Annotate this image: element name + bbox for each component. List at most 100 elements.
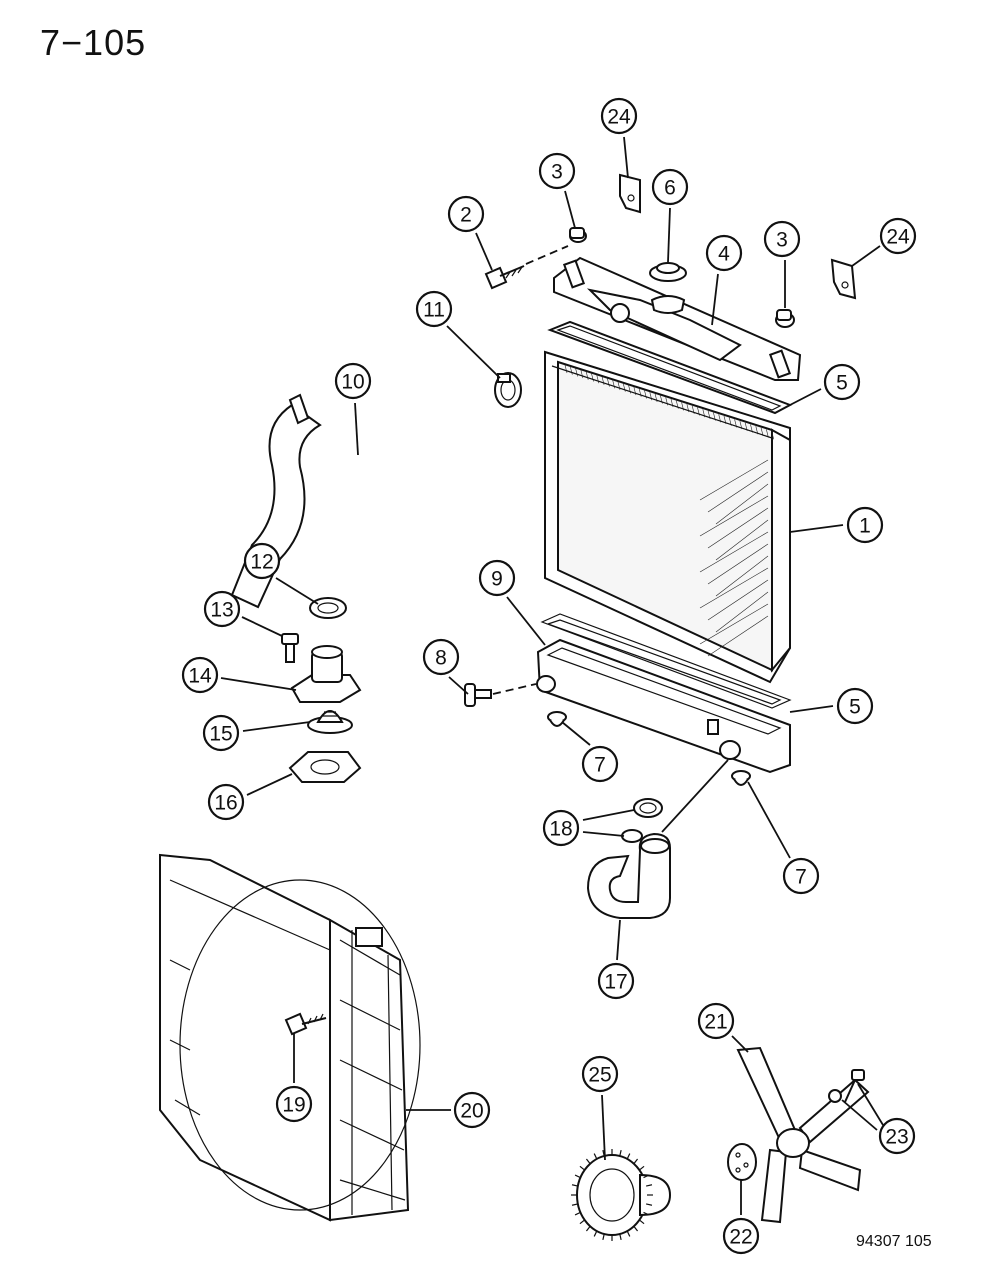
drive-fin	[593, 1153, 598, 1160]
callout-leader	[747, 781, 791, 859]
bolt-13	[281, 633, 299, 663]
callout-number: 1	[859, 515, 871, 538]
drive-fin	[638, 1219, 645, 1225]
callout-leader	[242, 721, 311, 732]
lower-tank	[536, 638, 791, 774]
core-fins	[575, 368, 578, 377]
callout-leader	[789, 705, 834, 713]
callout-number: 21	[704, 1011, 727, 1034]
bolt-23	[828, 1069, 865, 1103]
callout-number: 19	[282, 1094, 305, 1117]
core-shading	[707, 507, 769, 549]
drive-fin	[585, 1158, 591, 1165]
fan-spacer	[727, 1143, 757, 1181]
callout-leader	[841, 1099, 878, 1131]
core-shading	[707, 579, 769, 621]
callout-number: 5	[836, 372, 848, 395]
callout-number: 16	[214, 792, 237, 815]
drive-fin	[643, 1174, 650, 1179]
hose-clamp-12	[309, 597, 347, 619]
figure-id: 94307 105	[856, 1233, 932, 1250]
callout-leader	[711, 273, 719, 326]
drive-fin	[585, 1225, 591, 1232]
core-shading	[715, 555, 769, 597]
core-shading	[707, 615, 769, 657]
callout-leader	[857, 1083, 884, 1126]
callout-11: 11	[415, 290, 453, 328]
core-shading	[715, 483, 769, 525]
bolt-19	[284, 1012, 327, 1036]
thermostat	[307, 710, 353, 734]
drive-fin	[626, 1153, 631, 1160]
callout-number: 23	[885, 1126, 908, 1149]
callout-number: 3	[551, 161, 563, 184]
core-shading	[715, 591, 769, 633]
upper-tank	[553, 256, 802, 381]
callout-12: 12	[243, 542, 281, 580]
drive-fin	[645, 1184, 653, 1187]
callout-leader	[246, 773, 293, 796]
lower-gasket	[540, 613, 792, 709]
callout-number: 12	[250, 551, 273, 574]
callout-2: 2	[447, 195, 485, 233]
callout-9: 9	[478, 559, 516, 597]
drive-fin	[619, 1150, 622, 1157]
callout-22: 22	[722, 1217, 760, 1255]
drive-fin	[633, 1225, 639, 1232]
callout-number: 14	[188, 665, 212, 688]
callout-25: 25	[581, 1055, 619, 1093]
callout-10: 10	[334, 362, 372, 400]
callout-number: 7	[594, 754, 606, 777]
core-fins	[570, 366, 573, 375]
clip-left	[619, 173, 641, 214]
callout-number: 2	[460, 204, 472, 227]
drain-cock	[464, 683, 537, 707]
callout-6: 6	[651, 168, 689, 206]
core-fins	[585, 371, 589, 380]
callout-24: 24	[600, 97, 638, 135]
isolator-7b	[731, 770, 751, 786]
callout-leader	[789, 524, 844, 533]
callout-leader	[561, 721, 591, 746]
callout-4: 4	[705, 234, 743, 272]
callout-number: 17	[604, 971, 627, 994]
fan-blade	[736, 1046, 870, 1224]
callout-3: 3	[763, 220, 801, 258]
lower-radiator-hose	[586, 832, 671, 919]
callout-leader	[851, 245, 881, 267]
callout-leader	[667, 207, 671, 263]
core-fins	[580, 370, 584, 379]
callout-number: 22	[729, 1226, 752, 1249]
callout-leader	[446, 325, 501, 379]
callout-number: 18	[549, 818, 572, 841]
drive-fin	[574, 1174, 581, 1179]
drive-fin	[643, 1211, 650, 1216]
hose-clamp-upper	[494, 372, 522, 408]
thermostat-gasket	[288, 751, 362, 783]
core-shading	[699, 567, 769, 609]
callout-number: 10	[341, 371, 364, 394]
drive-fin	[602, 1233, 605, 1240]
bolt-2	[484, 245, 569, 290]
hose-clamp-18a	[633, 798, 663, 818]
page-number: 7−105	[40, 22, 147, 63]
core-fins	[591, 373, 594, 382]
drive-fin	[571, 1184, 579, 1187]
callout-3: 3	[538, 152, 576, 190]
core-shading	[707, 543, 769, 585]
drive-fin	[638, 1165, 645, 1171]
clip-right	[830, 258, 857, 300]
fan-shroud	[159, 853, 421, 1222]
callout-number: 6	[664, 177, 676, 200]
core-shading	[699, 531, 769, 573]
core-fins	[596, 375, 600, 384]
radiator-core	[544, 350, 791, 684]
drive-fin	[579, 1219, 586, 1225]
drive-fin	[579, 1165, 586, 1171]
callout-20: 20	[453, 1091, 491, 1129]
drive-fin	[633, 1158, 639, 1165]
callout-5: 5	[836, 687, 874, 725]
hose-clamp-18b	[621, 829, 643, 843]
callout-leader	[506, 596, 546, 646]
